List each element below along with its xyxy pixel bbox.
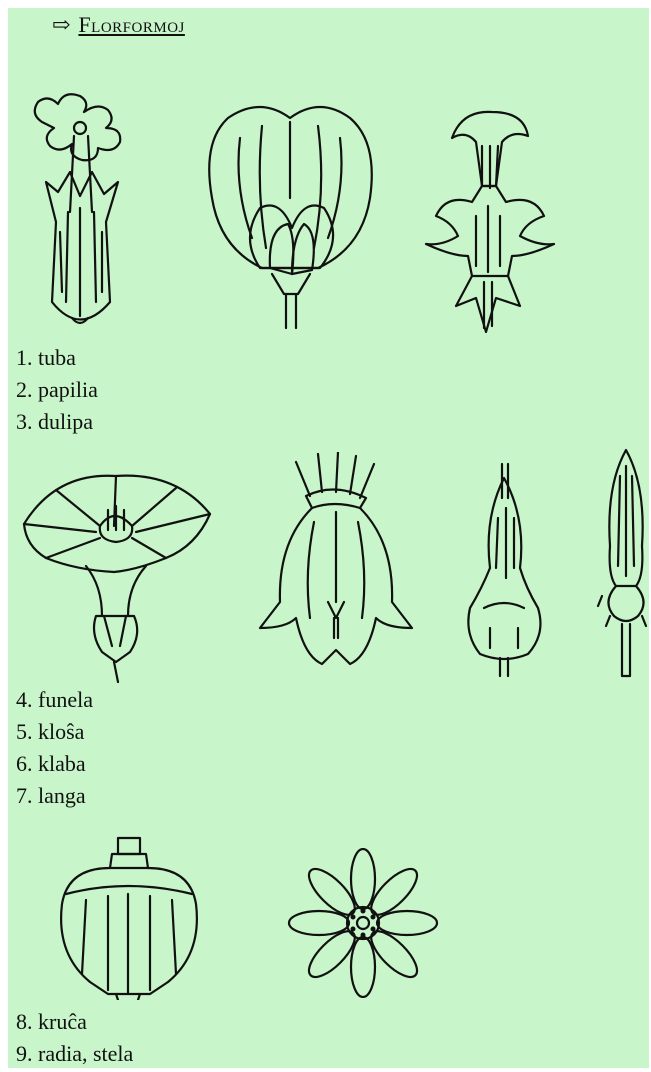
- urn-flower-figure: [56, 834, 202, 1000]
- label-klaba: 6. klaba: [16, 748, 93, 780]
- labels-group-3: 8. kruĉa 9. radia, stela: [16, 1006, 133, 1068]
- labels-group-1: 1. tuba 2. papilia 3. dulipa: [16, 342, 98, 438]
- link-label: Florformoj: [78, 12, 184, 38]
- bell-flower-figure: [256, 452, 416, 678]
- labels-group-2: 4. funela 5. kloŝa 6. klaba 7. langa: [16, 684, 93, 812]
- right-arrow-icon: ⇨: [52, 14, 70, 36]
- bilabiate-flower-figure: [416, 106, 566, 336]
- papilionaceous-flower-figure: [200, 98, 380, 334]
- funnel-flower-figure: [16, 466, 216, 686]
- label-klosa: 5. kloŝa: [16, 716, 93, 748]
- label-dulipa: 3. dulipa: [16, 406, 98, 438]
- label-kruca: 8. kruĉa: [16, 1006, 133, 1038]
- label-langa: 7. langa: [16, 780, 93, 812]
- label-radia-stela: 9. radia, stela: [16, 1038, 133, 1068]
- ligulate-flower-figure: [596, 446, 649, 680]
- label-funela: 4. funela: [16, 684, 93, 716]
- label-tuba: 1. tuba: [16, 342, 98, 374]
- radiate-flower-figure: [280, 848, 446, 998]
- tubular-flower-figure: [22, 92, 152, 332]
- florformoj-link[interactable]: ⇨ Florformoj: [52, 12, 185, 38]
- page-panel: ⇨ Florformoj: [8, 8, 649, 1068]
- club-flower-figure: [454, 458, 554, 680]
- label-papilia: 2. papilia: [16, 374, 98, 406]
